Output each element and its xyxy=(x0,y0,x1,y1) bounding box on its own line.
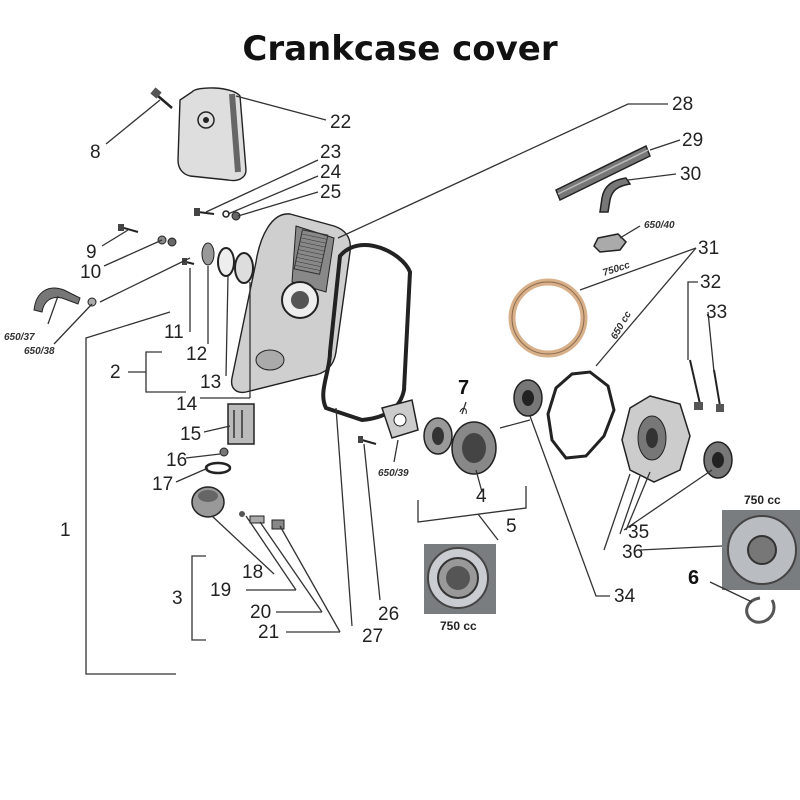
part-4-7-bearing xyxy=(423,407,497,475)
tag-650-37: 650/37 xyxy=(4,332,35,343)
part-650-40-nut xyxy=(593,233,627,253)
part-26-screw xyxy=(358,436,377,445)
leader-lines xyxy=(47,95,753,675)
photo-bearing-750cc xyxy=(424,544,496,614)
callout-19: 19 xyxy=(210,580,231,601)
part-3-valve-assembly xyxy=(191,486,285,530)
callout-33: 33 xyxy=(706,302,727,323)
callout-25: 25 xyxy=(320,182,341,203)
callout-30: 30 xyxy=(680,164,701,185)
callout-3: 3 xyxy=(172,588,183,609)
part-31-gasket-650cc xyxy=(546,370,616,460)
callout-16: 16 xyxy=(166,450,187,471)
tag-750cc-gasket: 750cc xyxy=(602,260,632,279)
tag-650-40: 650/40 xyxy=(644,220,675,231)
part-8-screw xyxy=(150,87,173,109)
part-34-bearing xyxy=(513,379,543,417)
part-31-gasket-750cc xyxy=(508,278,588,358)
callout-6: 6 xyxy=(688,567,699,589)
callout-4: 4 xyxy=(476,486,487,507)
callout-2: 2 xyxy=(110,362,121,383)
callout-21: 21 xyxy=(258,622,279,643)
part-6-circlip xyxy=(745,596,776,624)
callout-17: 17 xyxy=(152,474,173,495)
callout-labels: 1 2 3 4 5 6 7 8 9 10 11 12 13 14 15 16 1… xyxy=(60,94,727,647)
part-35-seal xyxy=(703,441,733,479)
callout-18: 18 xyxy=(242,562,263,583)
part-22-cover-plate xyxy=(177,87,247,182)
callout-29: 29 xyxy=(682,130,703,151)
tag-650-38: 650/38 xyxy=(24,346,55,357)
callout-1: 1 xyxy=(60,520,71,541)
callout-9: 9 xyxy=(86,242,97,263)
callout-32: 32 xyxy=(700,272,721,293)
caption-cover-750cc: 750 cc xyxy=(744,493,781,507)
callout-20: 20 xyxy=(250,602,271,623)
tag-650-39: 650/39 xyxy=(378,468,409,479)
variant-tags: 650/37 650/38 650/39 650/40 750cc 650 cc xyxy=(4,220,675,479)
part-650-39-plate xyxy=(381,399,419,439)
caption-bearing-750cc: 750 cc xyxy=(440,619,477,633)
callout-11: 11 xyxy=(164,322,184,343)
callout-27: 27 xyxy=(362,626,383,647)
callout-31: 31 xyxy=(698,238,719,259)
part-29-tube xyxy=(555,144,651,202)
callout-15: 15 xyxy=(180,424,201,445)
part-30-elbow xyxy=(599,177,632,213)
callout-8: 8 xyxy=(90,142,101,163)
photo-cover-750cc xyxy=(722,510,800,590)
callout-5: 5 xyxy=(506,516,517,537)
part-9-10-11-fasteners xyxy=(118,224,195,265)
callout-24: 24 xyxy=(320,162,342,183)
part-650-37-lever xyxy=(33,287,97,313)
callout-13: 13 xyxy=(200,372,221,393)
part-32-33-bolts xyxy=(689,359,724,412)
part-23-25-screws xyxy=(194,208,241,221)
part-16-17-washers xyxy=(204,447,232,475)
callout-12: 12 xyxy=(186,344,207,365)
callout-22: 22 xyxy=(330,112,351,133)
callout-14: 14 xyxy=(176,394,198,415)
callout-26: 26 xyxy=(378,604,399,625)
callout-34: 34 xyxy=(614,586,636,607)
callout-23: 23 xyxy=(320,142,341,163)
callout-35: 35 xyxy=(628,522,649,543)
callout-10: 10 xyxy=(80,262,101,283)
part-15-sleeve xyxy=(227,403,255,445)
callout-7: 7 xyxy=(458,377,469,399)
callout-36: 36 xyxy=(622,542,643,563)
part-12-13-seal-rings xyxy=(201,242,254,284)
part-35-36-cover xyxy=(621,395,691,483)
callout-28: 28 xyxy=(672,94,693,115)
diagram-title: Crankcase cover xyxy=(242,29,557,69)
part-main-housing xyxy=(230,213,352,394)
